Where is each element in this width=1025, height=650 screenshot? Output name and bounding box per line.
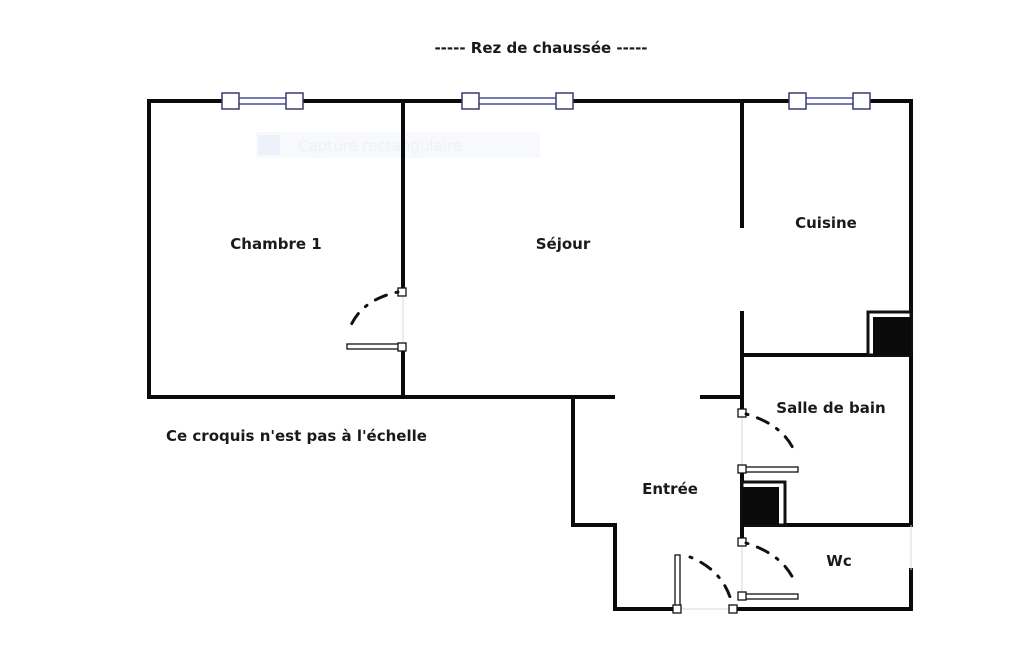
door-chambre: [346, 287, 407, 352]
window-chambre: [221, 92, 304, 110]
door-swing-wc: [744, 541, 798, 587]
walls: [147, 99, 913, 611]
door-swing-sdb: [744, 412, 798, 457]
plan-title: ----- Rez de chaussée -----: [434, 39, 647, 57]
scale-note: Ce croquis n'est pas à l'échelle: [166, 427, 427, 445]
window-cuisine: [788, 92, 871, 110]
duct-sdb: [740, 480, 787, 527]
watermark-icon: [258, 135, 280, 155]
window-sejour: [461, 92, 574, 110]
duct-cuisine: [866, 310, 913, 357]
room-label-cuisine: Cuisine: [795, 214, 857, 232]
watermark-text: Capture rectangulaire: [298, 137, 462, 155]
room-label-chambre: Chambre 1: [230, 235, 321, 253]
room-label-sejour: Séjour: [536, 235, 591, 253]
door-swing-entree: [688, 555, 733, 602]
room-label-wc: Wc: [826, 552, 851, 570]
room-label-salle-de-bain: Salle de bain: [776, 399, 885, 417]
door-wc: [737, 537, 799, 601]
watermark-box: [256, 132, 540, 158]
door-entree: [672, 554, 738, 614]
door-sdb: [737, 408, 799, 474]
door-swing-chambre: [347, 290, 400, 332]
room-label-entree: Entrée: [642, 480, 698, 498]
